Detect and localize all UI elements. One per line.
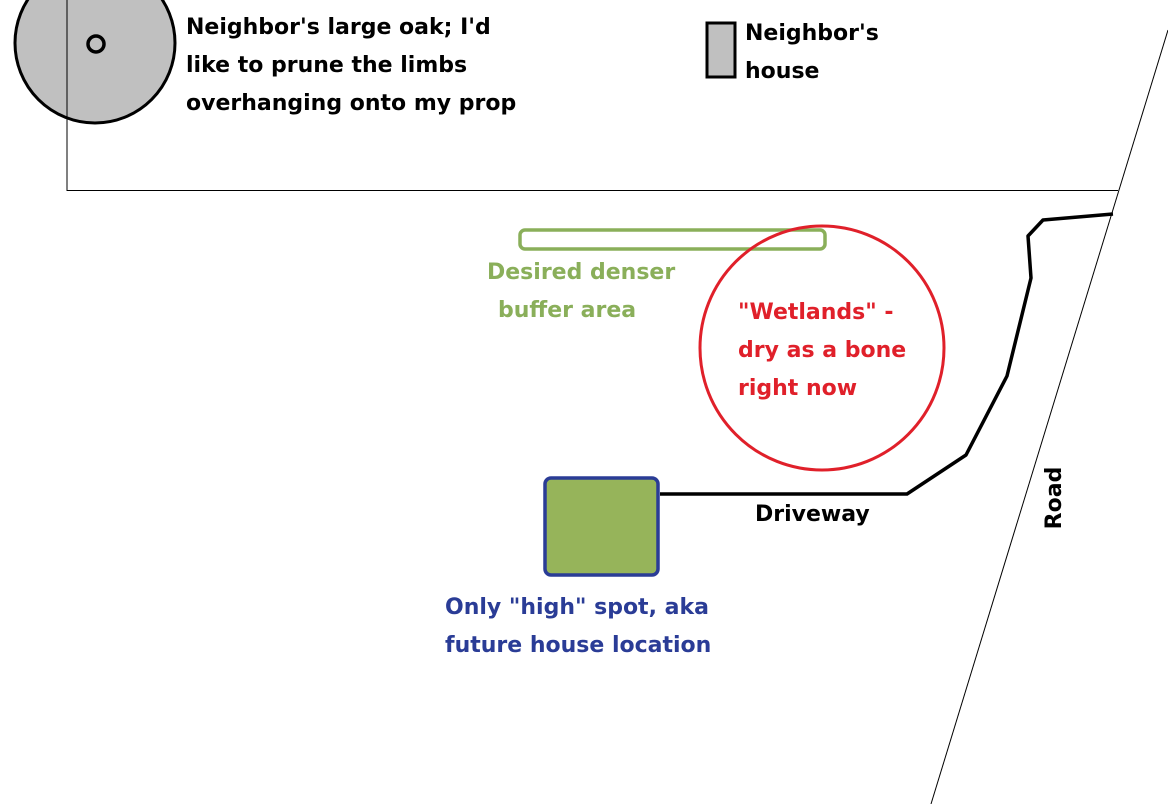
oak-label-line: overhanging onto my prop — [186, 91, 517, 116]
neighbor-house-label-line: house — [745, 59, 820, 84]
high-spot-label-line: Only "high" spot, aka — [445, 595, 709, 620]
oak-label-line: like to prune the limbs — [186, 53, 468, 78]
neighbor-oak-tree — [13, 0, 177, 125]
wetlands-area — [698, 224, 946, 472]
high-spot-label-line: future house location — [445, 633, 712, 658]
high-spot — [543, 476, 660, 577]
wetlands-label-line: "Wetlands" - — [738, 300, 894, 325]
oak-label: Neighbor's large oak; I'd like to prune … — [186, 9, 516, 123]
neighbor-house-label: Neighbor's house — [745, 15, 879, 91]
driveway-line — [660, 212, 1114, 496]
neighbor-house — [705, 21, 737, 79]
high-spot-label: Only "high" spot, aka future house locat… — [445, 589, 711, 665]
road-edge — [930, 29, 1168, 804]
neighbor-house-label-line: Neighbor's — [745, 21, 879, 46]
wetlands-label: "Wetlands" - dry as a bone right now — [738, 294, 906, 408]
oak-trunk-marker — [86, 34, 106, 54]
road-label: Road — [1042, 466, 1067, 530]
wetlands-label-line: dry as a bone — [738, 338, 907, 363]
buffer-area — [518, 228, 827, 251]
driveway-label: Driveway — [755, 502, 870, 527]
buffer-label-line: Desired denser — [487, 260, 676, 285]
oak-label-line: Neighbor's large oak; I'd — [186, 15, 491, 40]
wetlands-label-line: right now — [738, 376, 858, 401]
buffer-label: Desired denser buffer area — [487, 254, 675, 330]
buffer-label-line: buffer area — [498, 298, 637, 323]
